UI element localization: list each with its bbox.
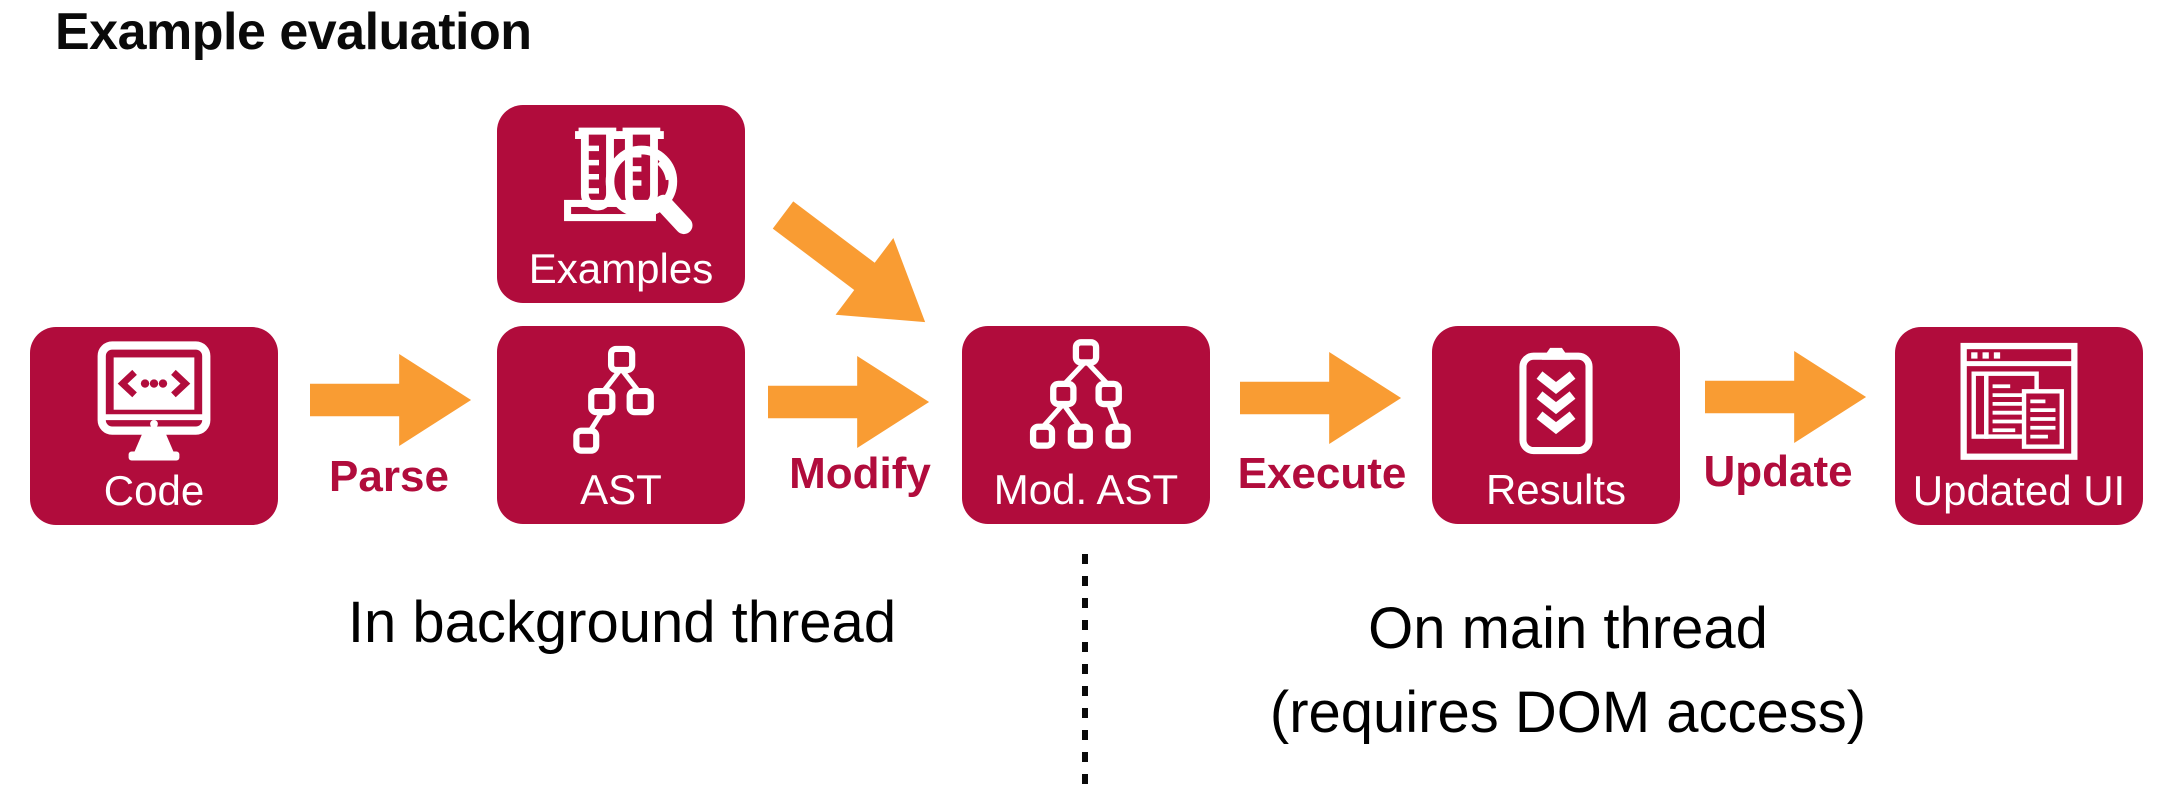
parse-arrow	[310, 353, 472, 447]
update-arrow-label: Update	[1703, 447, 1853, 496]
thread-divider-dashed-line	[1082, 554, 1088, 790]
page-title: Example evaluation	[55, 3, 532, 61]
execute-arrow	[1240, 351, 1402, 445]
clipboard-checklist-icon	[1519, 347, 1593, 455]
node-mod-ast-label: Mod. AST	[993, 466, 1179, 513]
modified-syntax-tree-icon	[1029, 339, 1131, 449]
main-thread-annotation-line1: On main thread	[1368, 596, 1768, 661]
node-examples-label: Examples	[528, 245, 714, 292]
node-ast-label: AST	[580, 466, 662, 513]
test-tubes-magnifier-icon	[564, 127, 693, 235]
examples-to-mod-ast-arrow	[772, 201, 926, 323]
execute-arrow-label: Execute	[1237, 449, 1407, 498]
node-mod-ast: Mod. AST	[962, 326, 1210, 524]
node-code-label: Code	[103, 467, 205, 514]
node-results: Results	[1432, 326, 1680, 524]
node-results-label: Results	[1485, 466, 1627, 513]
node-updated-ui: Updated UI	[1895, 327, 2143, 525]
main-thread-annotation-line2: (requires DOM access)	[1269, 680, 1867, 745]
browser-window-icon	[1960, 342, 2078, 460]
modify-arrow-label: Modify	[789, 449, 931, 498]
node-examples: Examples	[497, 105, 745, 303]
node-ast: AST	[497, 326, 745, 524]
node-updated-ui-label: Updated UI	[1912, 467, 2126, 514]
background-thread-annotation: In background thread	[347, 590, 897, 655]
parse-arrow-label: Parse	[329, 452, 449, 501]
update-arrow	[1705, 350, 1867, 444]
code-monitor-icon	[97, 341, 211, 461]
modify-arrow	[768, 355, 930, 449]
syntax-tree-icon	[573, 345, 654, 454]
node-code: Code	[30, 327, 278, 525]
